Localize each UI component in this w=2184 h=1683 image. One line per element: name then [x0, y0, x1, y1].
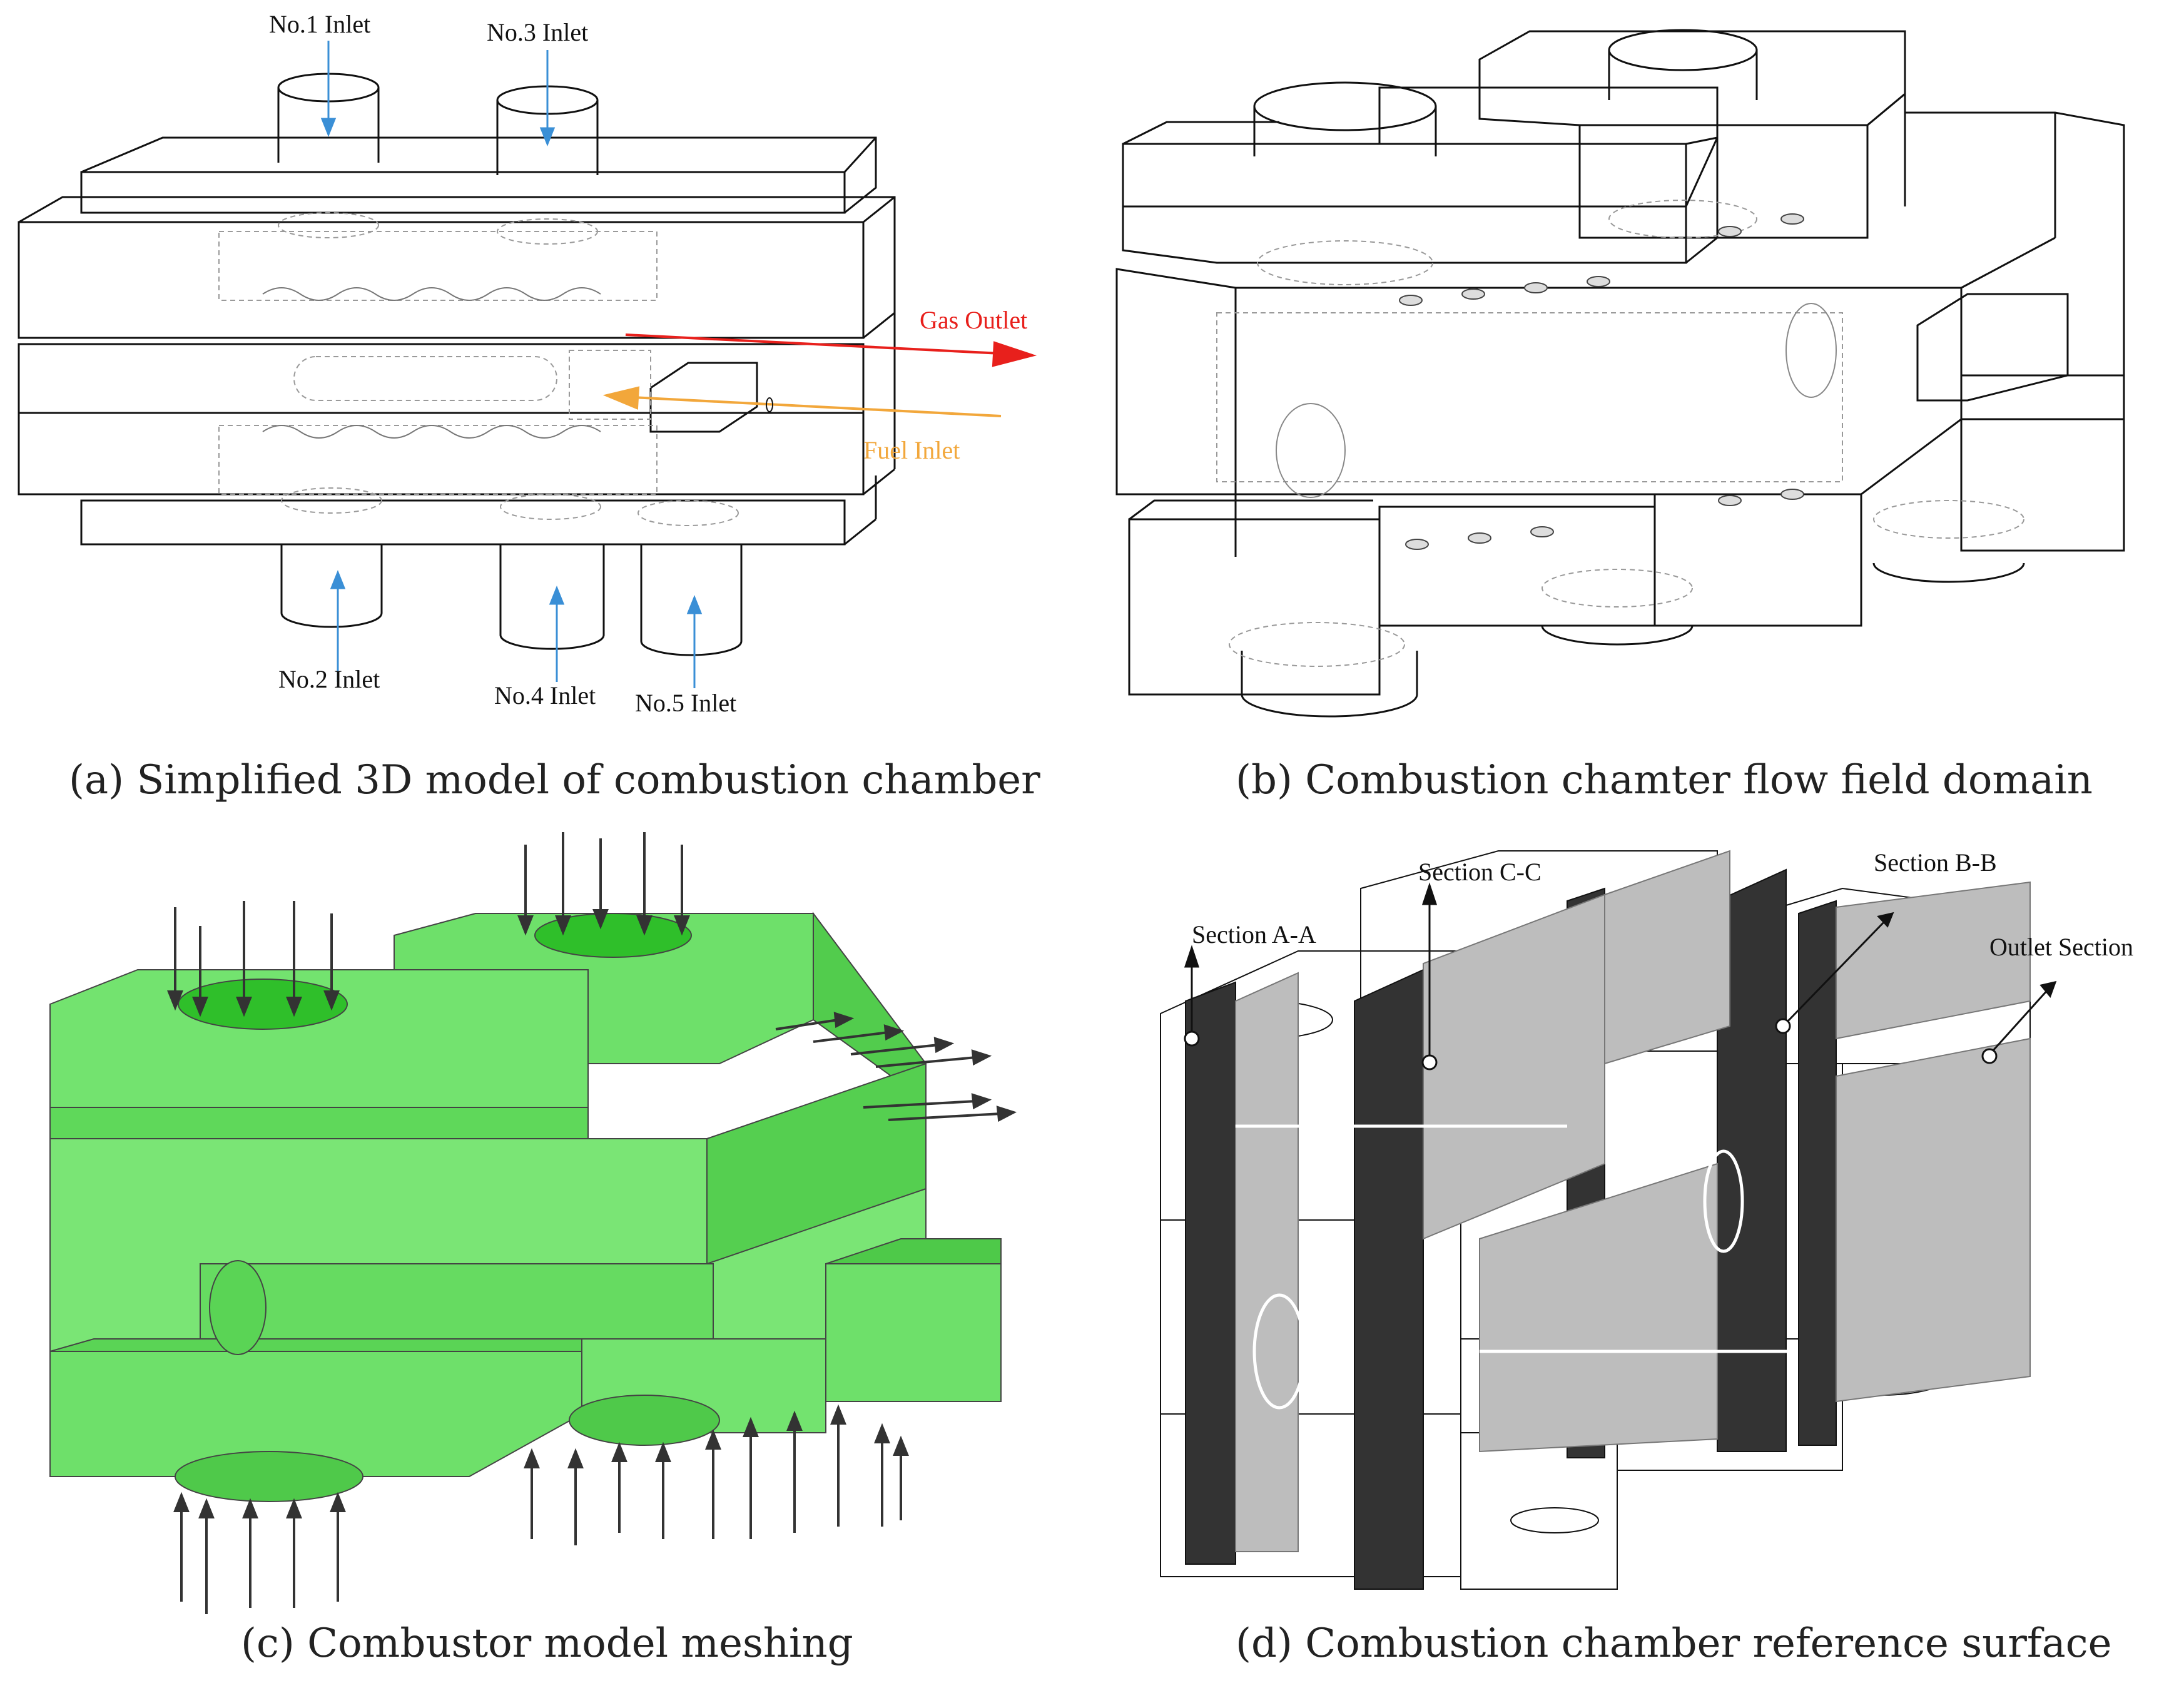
panel-c-drawing: [49, 832, 1017, 1614]
label-fuel-inlet: Fuel Inlet: [863, 436, 960, 464]
label-no5-inlet: No.5 Inlet: [635, 689, 737, 717]
panel-c: (c) Combustor model meshing: [0, 813, 1092, 1683]
caption-c: (c) Combustor model meshing: [241, 1620, 853, 1667]
panel-a-drawing: [18, 41, 1037, 688]
label-gas-outlet: Gas Outlet: [920, 306, 1028, 334]
caption-a: (a) Simplified 3D model of combustion ch…: [69, 757, 1040, 803]
panel-b-drawing: [1115, 29, 2125, 718]
label-no2-inlet: No.2 Inlet: [278, 665, 380, 693]
label-no3-inlet: No.3 Inlet: [487, 18, 589, 46]
panel-d-drawing: [1160, 850, 2057, 1590]
label-section-bb: Section B-B: [1874, 848, 1997, 877]
label-no1-inlet: No.1 Inlet: [269, 10, 371, 38]
label-outlet-section: Outlet Section: [1989, 933, 2133, 961]
panel-b: (b) Combustion chamter flow field domain: [1092, 0, 2184, 807]
caption-b: (b) Combustion chamter flow field domain: [1236, 757, 2093, 803]
panel-d: Section A-A Section C-C Section B-B Outl…: [1092, 813, 2184, 1683]
panel-a: No.1 Inlet No.3 Inlet Gas Outlet Fuel In…: [0, 0, 1092, 807]
label-section-cc: Section C-C: [1418, 858, 1541, 886]
label-section-aa: Section A-A: [1192, 920, 1316, 948]
caption-d: (d) Combustion chamber reference surface: [1236, 1620, 2112, 1667]
label-no4-inlet: No.4 Inlet: [494, 681, 596, 709]
